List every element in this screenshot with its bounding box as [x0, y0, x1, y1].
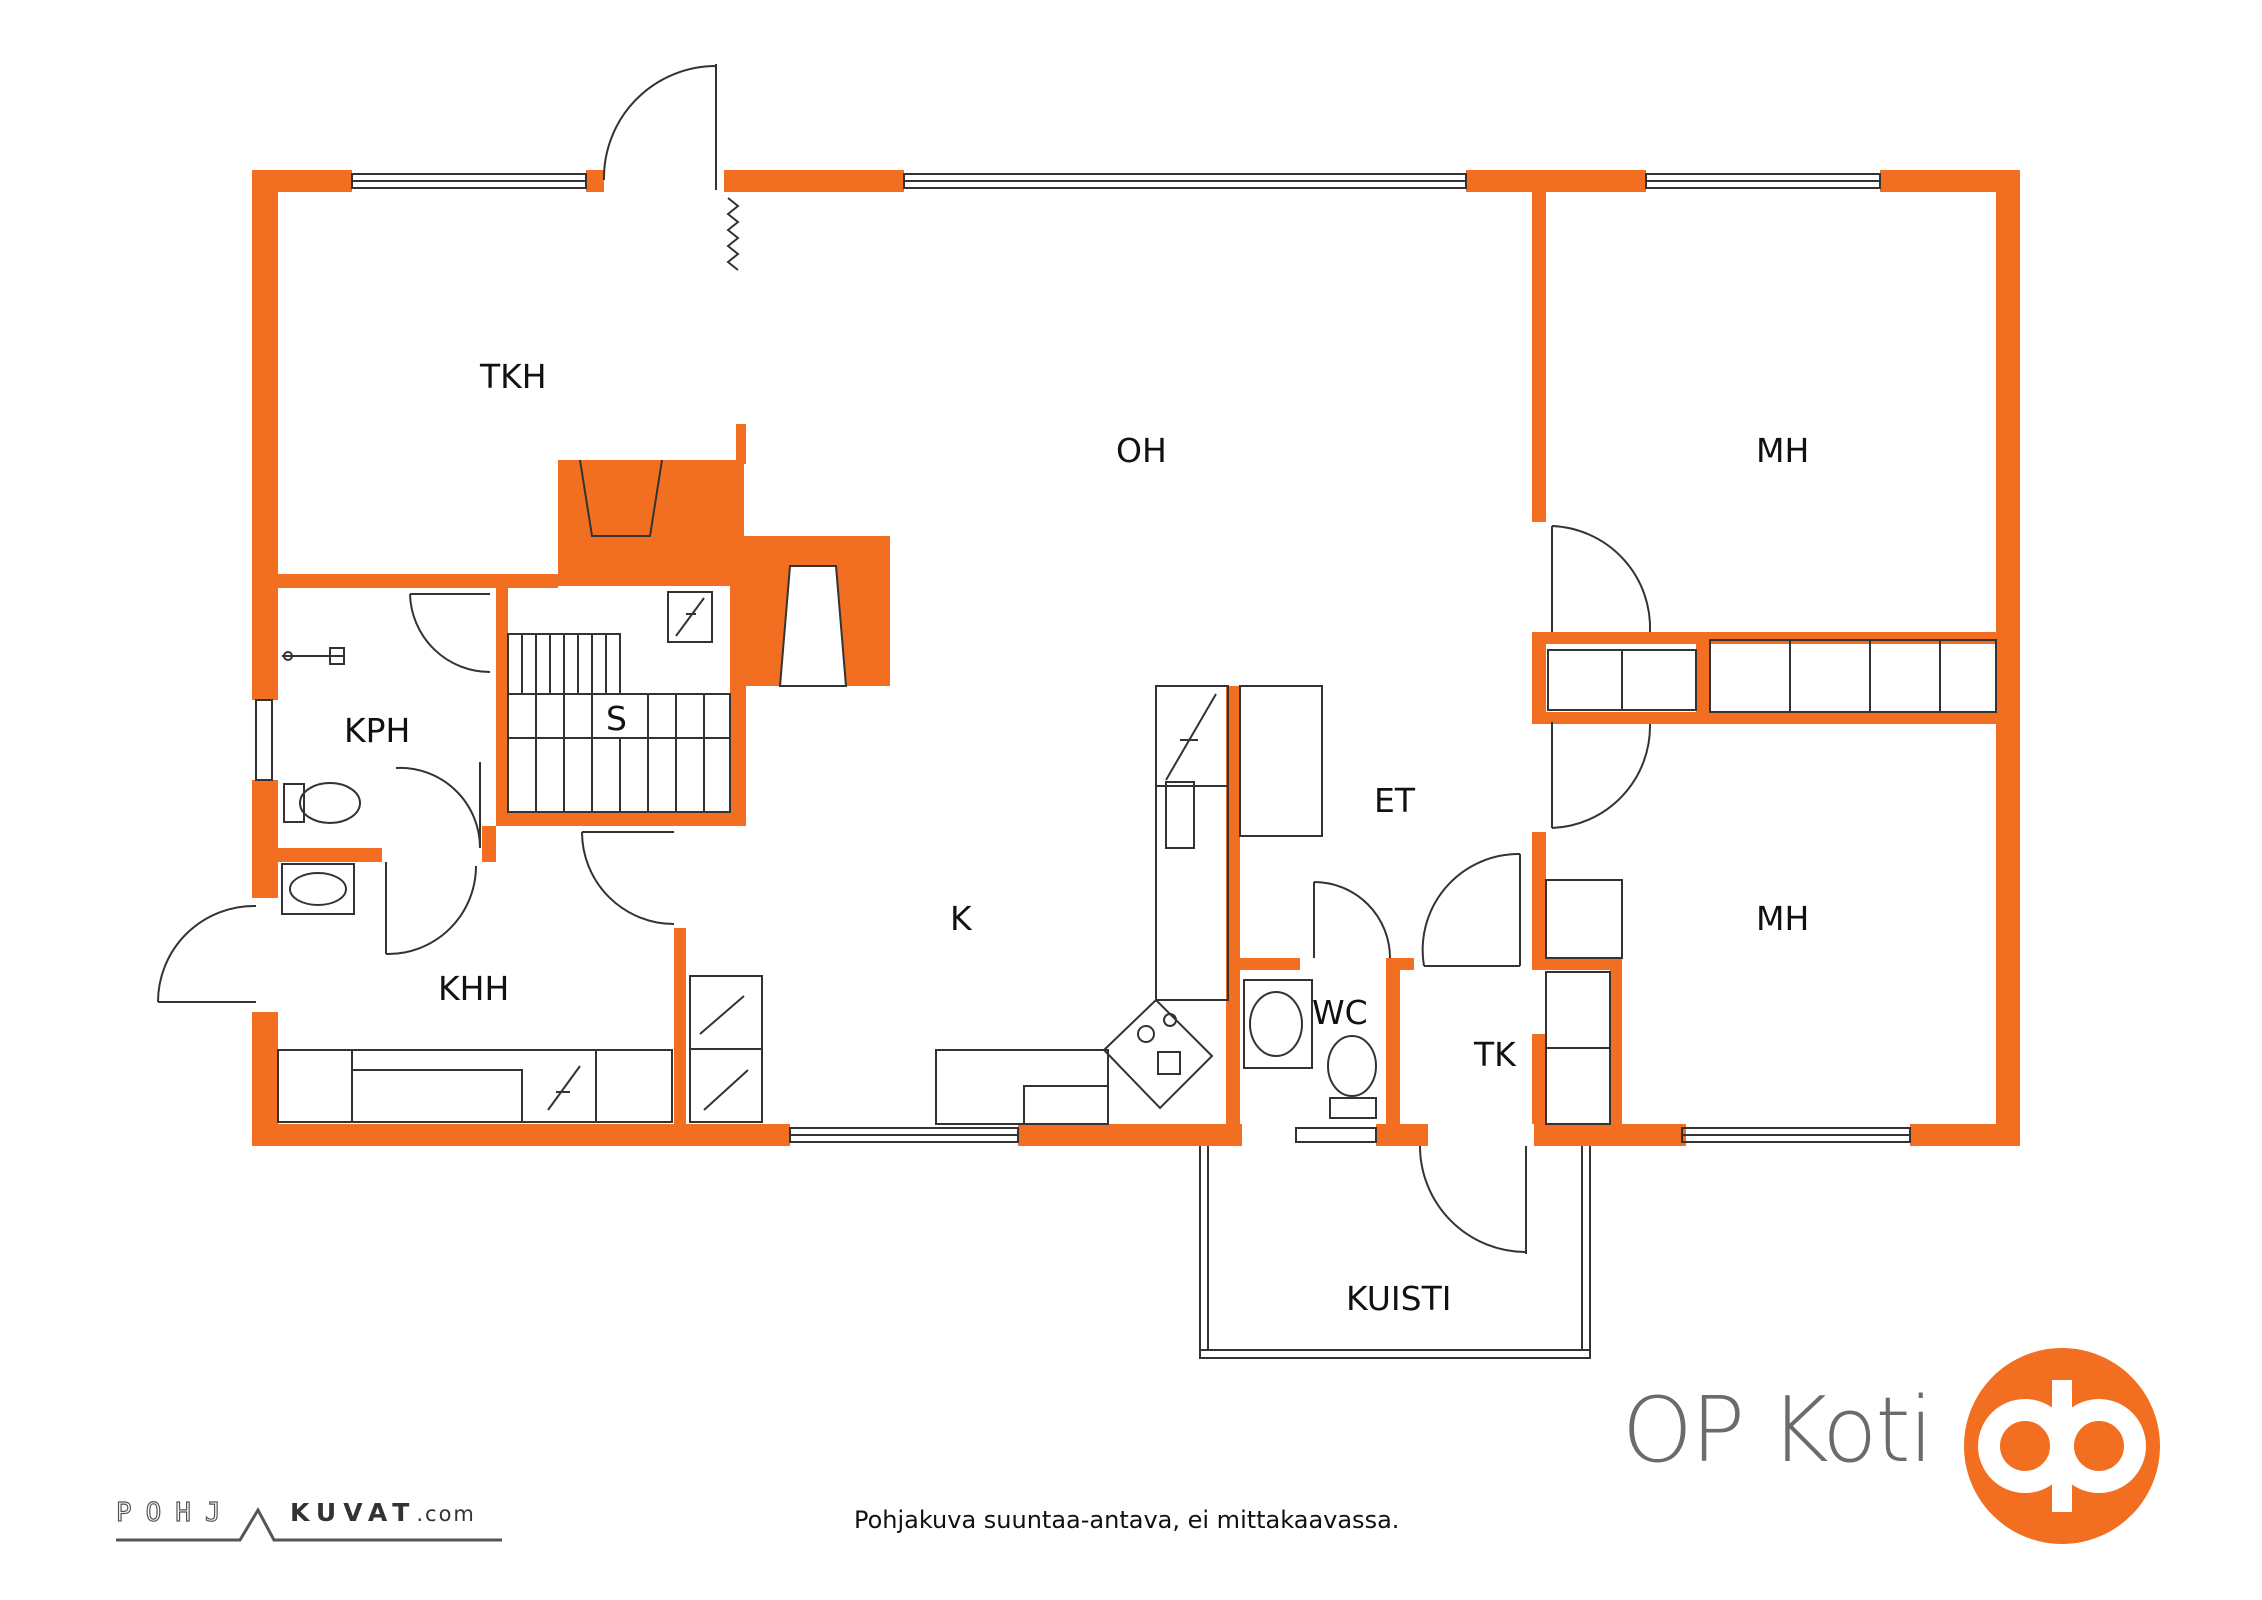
room-label-tkh: TKH: [479, 357, 547, 396]
stair-treads: [507, 634, 731, 813]
pohjakuvat-logo-mark: [116, 1506, 502, 1542]
brand-name: OP Koti: [1622, 1378, 1934, 1483]
room-label-s: S: [606, 699, 627, 738]
fixtures: [157, 64, 1997, 1359]
exterior-walls: [252, 170, 2020, 1146]
room-label-mh-lower: MH: [1756, 899, 1809, 938]
room-label-k: K: [950, 899, 973, 938]
room-label-et: ET: [1374, 781, 1416, 820]
windows: [255, 173, 1911, 1143]
room-label-oh: OH: [1116, 431, 1167, 470]
interior-walls: [278, 170, 2020, 1124]
pohjakuvat-logo: POHJ KUVAT.com: [115, 1497, 516, 1548]
room-label-tk: TK: [1473, 1035, 1517, 1074]
pohjakuvat-logo-word: KUVAT: [290, 1498, 417, 1527]
op-logo: [1964, 1348, 2160, 1544]
room-label-kuisti: KUISTI: [1346, 1279, 1451, 1318]
disclaimer-caption: Pohjakuva suuntaa-antava, ei mittakaavas…: [854, 1506, 1400, 1534]
pohjakuvat-logo-right: KUVAT.com: [290, 1498, 476, 1527]
room-label-khh: KHH: [438, 969, 509, 1008]
room-labels: TKH OH MH KPH S ET K MH KHH WC TK KUISTI: [344, 357, 1809, 1318]
room-label-kph: KPH: [344, 711, 410, 750]
pohjakuvat-logo-domain: .com: [416, 1502, 476, 1526]
room-label-wc: WC: [1312, 993, 1368, 1032]
pohjakuvat-logo-left: POHJ: [115, 1497, 235, 1528]
room-label-mh-upper: MH: [1756, 431, 1809, 470]
